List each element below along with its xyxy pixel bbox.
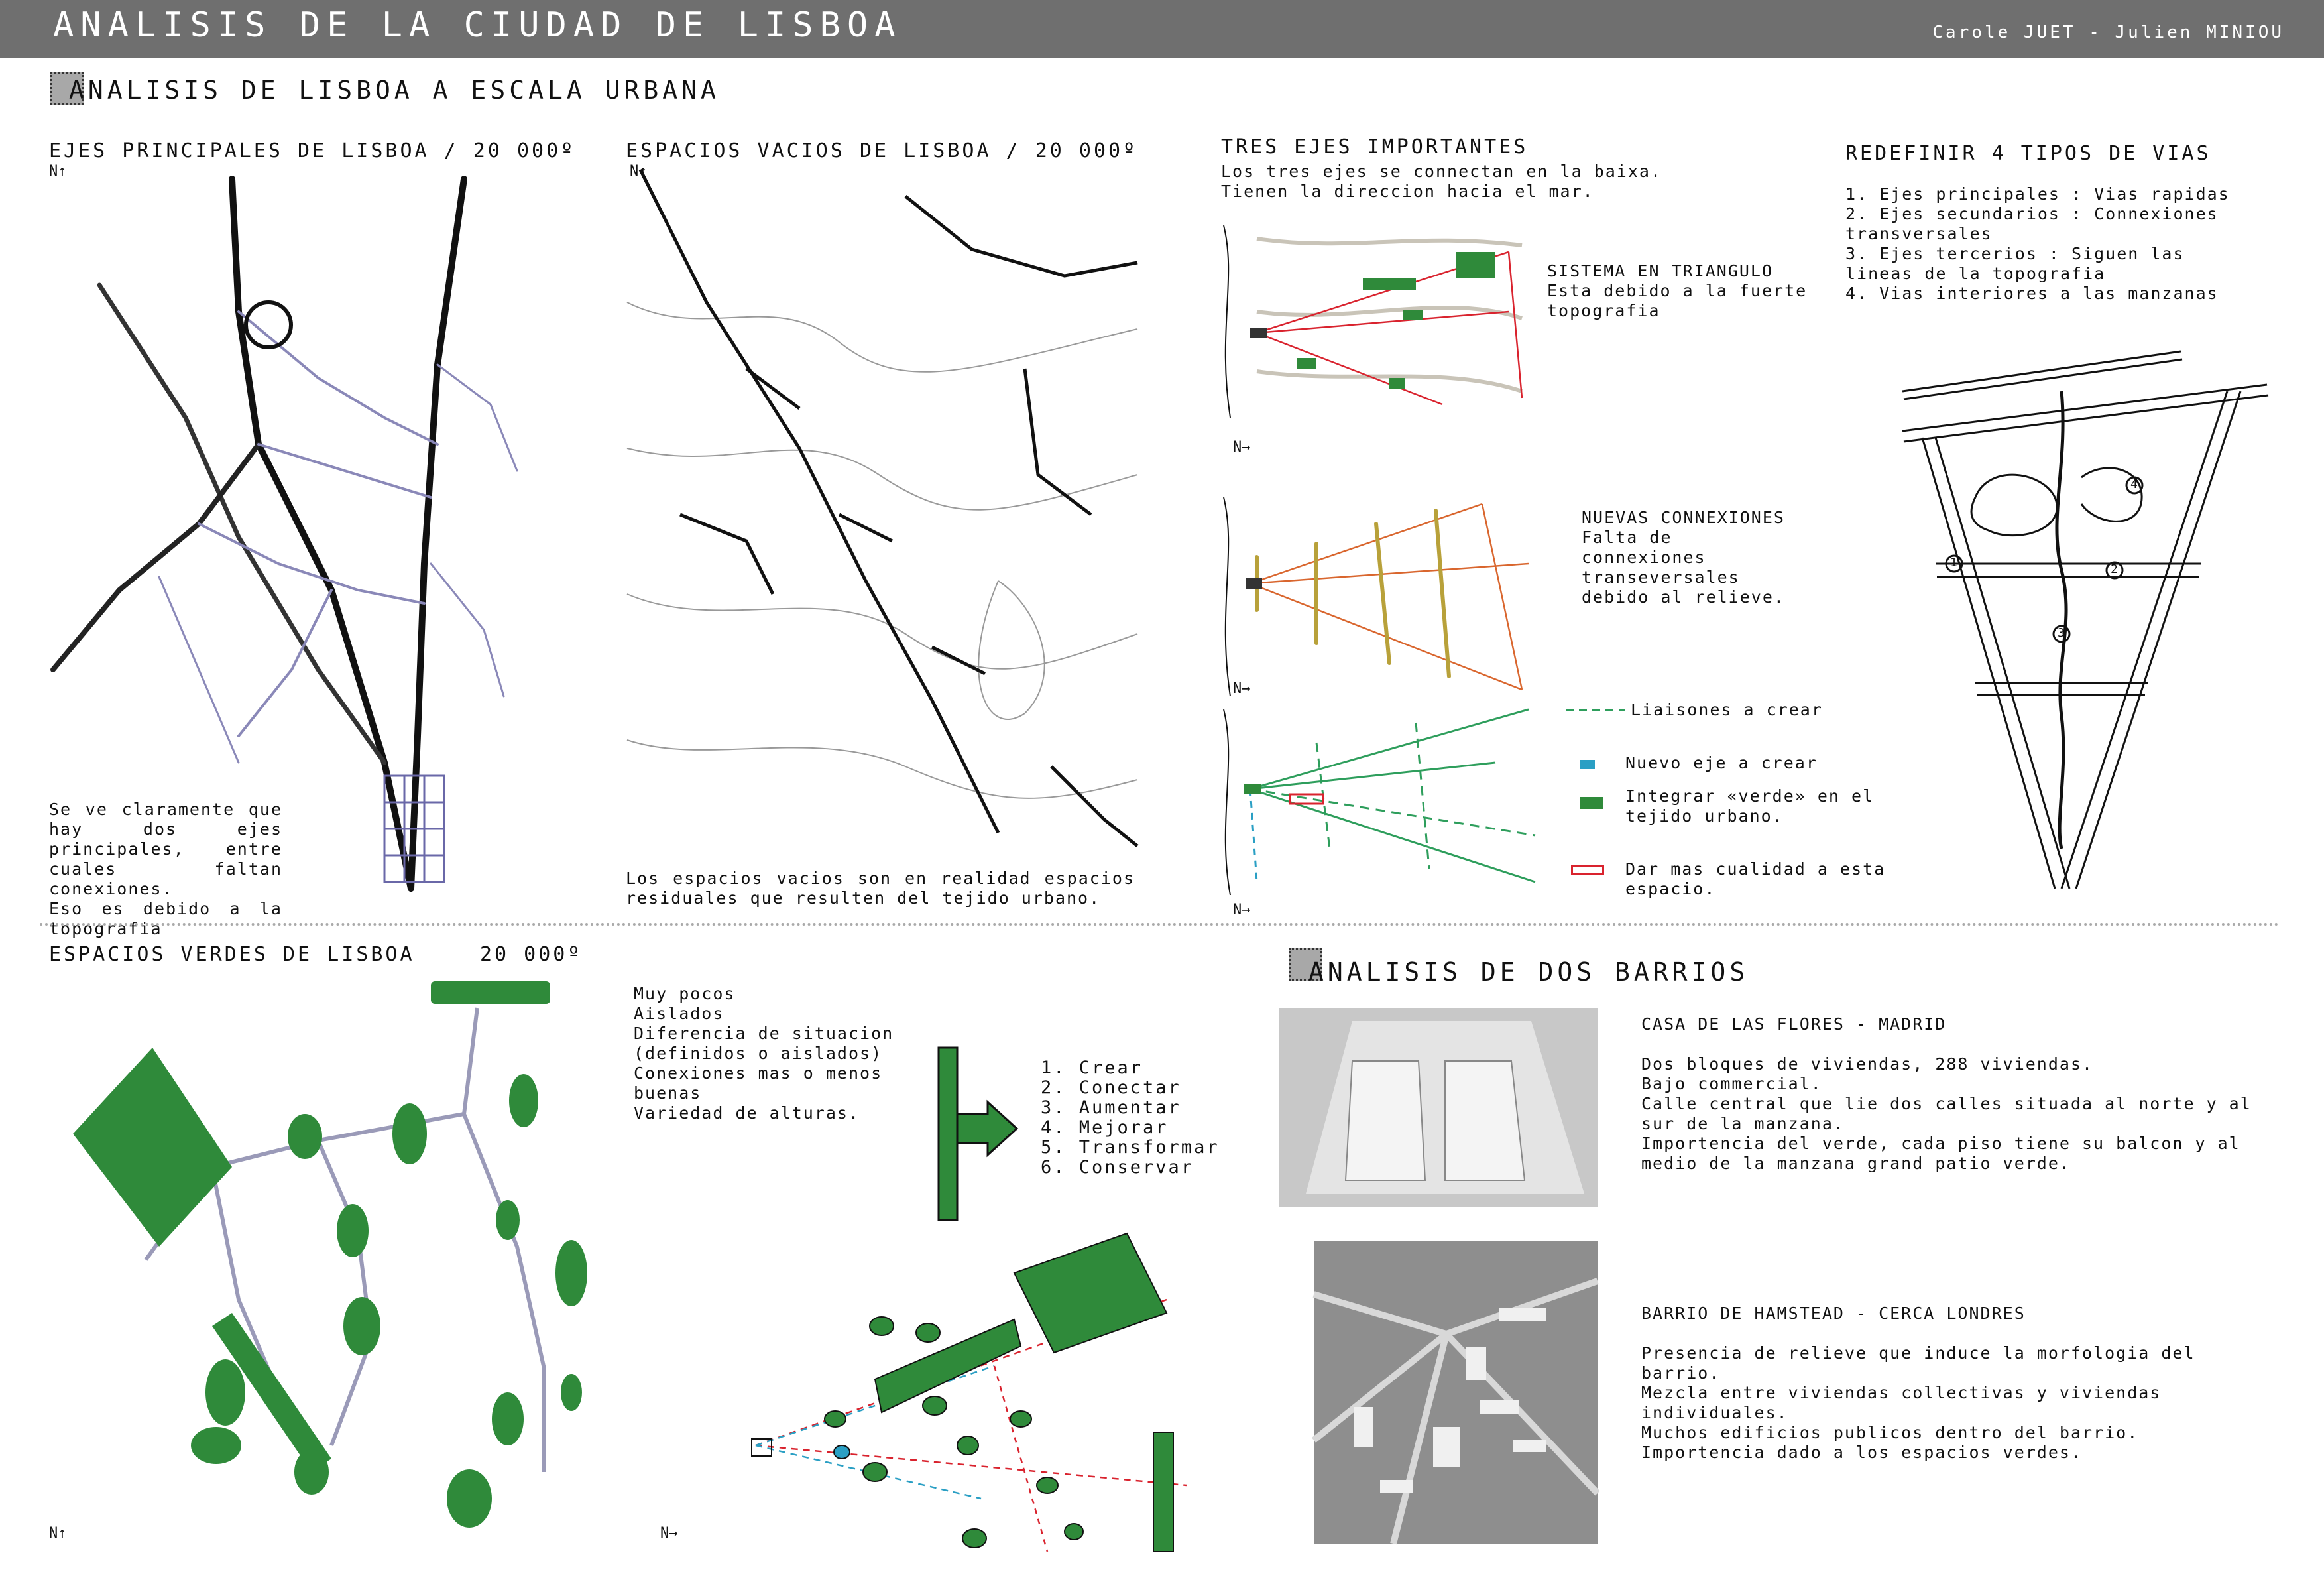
via-marker-3: 3 <box>2058 626 2065 640</box>
authors: Carole JUET - Julien MINIOU <box>1932 23 2284 42</box>
action-crear: 1. Crear <box>1041 1058 1143 1078</box>
legend-liaisones-swatch <box>1566 709 1625 711</box>
verdes-title: ESPACIOS VERDES DE LISBOA <box>49 943 415 966</box>
via-marker-1: 1 <box>1950 556 1957 570</box>
legend-eje: Nuevo eje a crear <box>1625 753 1818 772</box>
verdes-map <box>73 981 587 1528</box>
action-conservar: 6. Conservar <box>1041 1157 1194 1178</box>
page-title: ANALISIS DE LA CIUDAD DE LISBOA <box>53 5 902 45</box>
casa-text: Dos bloques de viviendas, 288 viviendas.… <box>1641 1054 2252 1173</box>
section-divider <box>40 923 2280 926</box>
verdes-text: Muy pocos Aislados Diferencia de situaci… <box>634 984 894 1123</box>
verdes-proposal-sketch <box>751 1232 1187 1552</box>
vacios-title: ESPACIOS VACIOS DE LISBOA / 20 000º <box>626 139 1138 162</box>
triangle-diagram <box>1223 225 1523 418</box>
ejes-text: Se ve claramente que hay dos ejes princi… <box>49 800 282 938</box>
action-mejorar: 4. Mejorar <box>1041 1117 1169 1138</box>
legend-espacio: Dar mas cualidad a esta espacio. <box>1625 859 1886 898</box>
legend-liaisones: Liaisones a crear <box>1631 700 1823 719</box>
tres-title: TRES EJES IMPORTANTES <box>1221 135 1529 158</box>
actions-list: 1. Crear 2. Conectar 3. Aumentar 4. Mejo… <box>1041 1058 1220 1178</box>
green-arrow-icon <box>937 1046 1019 1221</box>
north-arrow: N↑ <box>49 163 67 180</box>
casa-model-photo <box>1279 1008 1598 1207</box>
section-marker <box>50 72 84 105</box>
connexiones-diagram <box>1223 497 1529 697</box>
north-arrow: N↑ <box>49 1525 67 1542</box>
vias-sketch <box>1902 350 2269 889</box>
section-marker <box>1289 948 1322 981</box>
legend-eje-swatch <box>1580 760 1595 769</box>
section2-title: ANALISIS DE DOS BARRIOS <box>1308 957 1749 987</box>
hamstead-text: Presencia de relieve que induce la morfo… <box>1641 1343 2195 1462</box>
verdes-scale: 20 000º <box>480 943 583 966</box>
action-conectar: 2. Conectar <box>1041 1077 1181 1098</box>
north-arrow: N→ <box>1233 902 1251 918</box>
casa-title: CASA DE LAS FLORES - MADRID <box>1641 1014 1947 1034</box>
action-aumentar: 3. Aumentar <box>1041 1097 1181 1118</box>
via-marker-4: 4 <box>2130 477 2138 491</box>
north-arrow: N→ <box>660 1525 678 1542</box>
tres-text: Los tres ejes se connectan en la baixa. … <box>1221 162 1662 201</box>
north-arrow: N→ <box>1233 680 1251 697</box>
north-arrow: N→ <box>1233 439 1251 456</box>
via-marker-2: 2 <box>2111 562 2118 576</box>
legend-verde-swatch <box>1580 797 1603 809</box>
ejes-title: EJES PRINCIPALES DE LISBOA / 20 000º <box>49 139 576 162</box>
vias-text: 1. Ejes principales : Vias rapidas 2. Ej… <box>1845 184 2230 303</box>
vacios-map <box>626 168 1139 847</box>
propuesta-diagram <box>1223 708 1536 896</box>
legend-espacio-swatch <box>1571 865 1604 875</box>
header-bar <box>0 0 2324 58</box>
vacios-text: Los espacios vacios son en realidad espa… <box>626 869 1135 908</box>
section1-title: ANALISIS DE LISBOA A ESCALA URBANA <box>69 76 720 105</box>
hamstead-model-photo <box>1311 1241 1600 1545</box>
ejes-map <box>50 176 518 892</box>
hamstead-title: BARRIO DE HAMSTEAD - CERCA LONDRES <box>1641 1304 2026 1323</box>
legend-verde: Integrar «verde» en el tejido urbano. <box>1625 786 1875 826</box>
vias-title: REDEFINIR 4 TIPOS DE VIAS <box>1845 142 2211 165</box>
action-transformar: 5. Transformar <box>1041 1137 1220 1158</box>
